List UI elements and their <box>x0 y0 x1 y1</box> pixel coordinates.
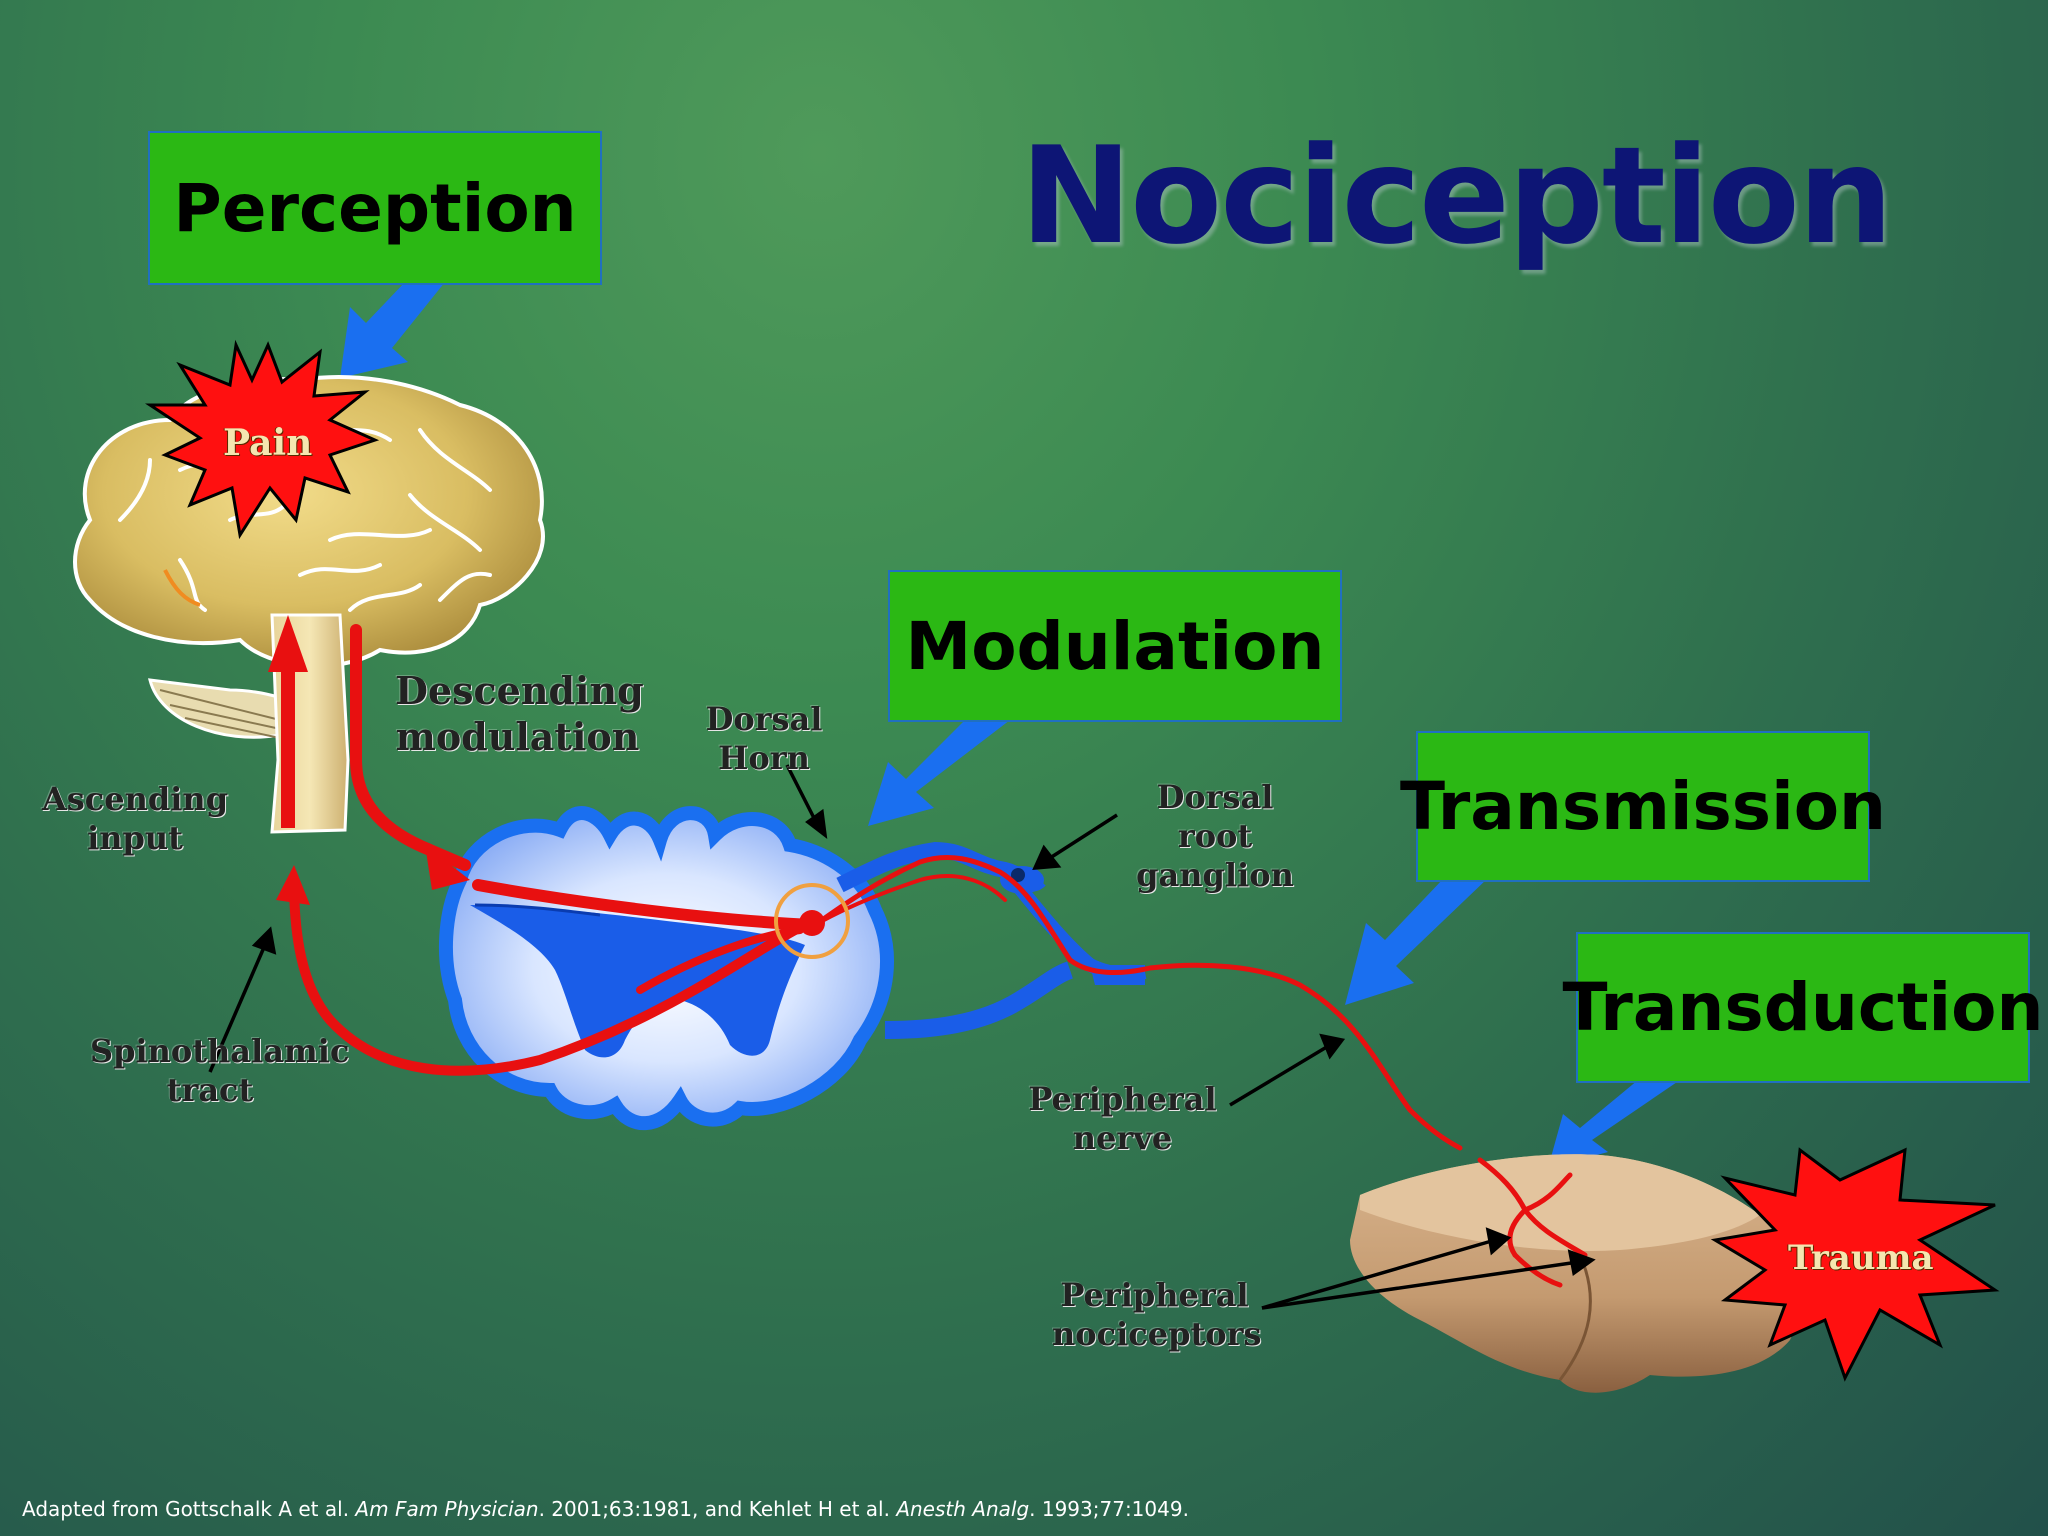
stage-box-perception: Perception <box>148 131 602 285</box>
stage-box-modulation: Modulation <box>888 570 1342 722</box>
citation-journal1: Am Fam Physician <box>355 1497 539 1521</box>
modulation-arrow <box>868 720 1010 826</box>
peripheral-nociceptors-label: Peripheral nociceptors <box>1052 1276 1262 1354</box>
pain-burst <box>145 339 380 540</box>
ascending-input-label: Ascending input <box>41 780 229 858</box>
dorsal-horn-label: Dorsal Horn <box>705 700 823 778</box>
descending-arrowhead <box>425 845 470 890</box>
trauma-label: Trauma <box>1788 1238 1934 1278</box>
stage-box-transmission: Transmission <box>1400 731 1886 882</box>
citation-part2: . 2001;63:1981, and Kehlet H et al. <box>538 1497 897 1521</box>
transmission-arrow <box>1345 878 1488 1005</box>
ascending-arrowhead <box>276 865 310 905</box>
citation-part1: Adapted from Gottschalk A et al. <box>22 1497 356 1521</box>
nociceptor-endings <box>1477 1157 1588 1288</box>
pain-label: Pain <box>223 422 313 464</box>
trauma-burst <box>1710 1147 2000 1382</box>
spinothalamic-tract-label: Spinothalamic tract <box>90 1032 350 1110</box>
pointer-arrows <box>208 764 1596 1310</box>
synapse-marker <box>774 883 850 959</box>
nociceptive-pathway <box>289 624 1463 1151</box>
ascending-arrow <box>268 615 308 828</box>
stage-box-transduction: Transduction <box>1563 932 2044 1083</box>
slide-title: Nociception <box>1020 118 1893 274</box>
citation-part3: . 1993;77:1049. <box>1029 1497 1189 1521</box>
descending-modulation-label: Descending modulation <box>395 668 644 760</box>
citation-journal2: Anesth Analg <box>896 1497 1030 1521</box>
peripheral-nerve-label: Peripheral nerve <box>1028 1080 1217 1158</box>
transduction-arrow <box>1548 1080 1680 1168</box>
perception-arrow <box>340 282 445 378</box>
citation: Adapted from Gottschalk A et al. Am Fam … <box>22 1497 1189 1521</box>
dorsal-root-ganglion-label: Dorsal root ganglion <box>1136 778 1294 895</box>
